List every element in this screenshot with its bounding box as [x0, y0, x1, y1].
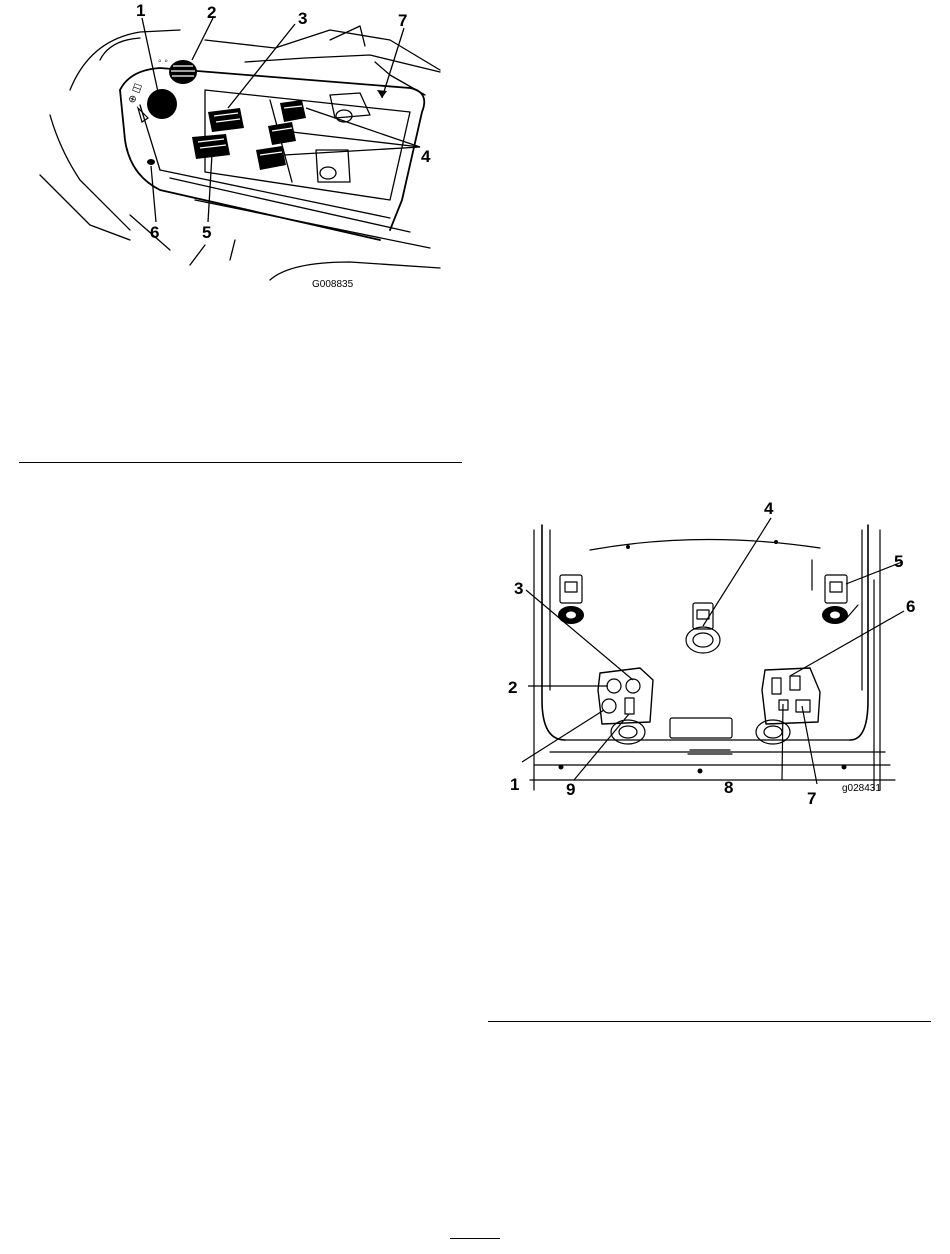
callout-5: 5 — [894, 552, 903, 571]
left-ring-icon — [558, 606, 584, 624]
hole-6-icon — [147, 159, 155, 165]
callout-4: 4 — [421, 147, 431, 166]
callout-1: 1 — [136, 1, 145, 20]
callout-7: 7 — [398, 11, 407, 30]
callout-5: 5 — [202, 223, 211, 242]
figure-rear-panel: 1 2 3 4 5 6 7 8 9 g028431 — [490, 490, 930, 820]
callout-8: 8 — [724, 778, 733, 797]
section-divider-left — [19, 462, 462, 463]
callout-3: 3 — [514, 579, 523, 598]
throttle-knob-icon: ⊕ ◫ — [126, 82, 177, 122]
figure-id: g028431 — [842, 783, 881, 794]
callout-7: 7 — [807, 789, 816, 808]
ignition-knob-icon: ◦ ◦ — [158, 56, 197, 84]
switch-3-icon — [208, 108, 244, 132]
switch-4-group-icon — [256, 100, 306, 170]
callout-2: 2 — [207, 3, 216, 22]
callout-4: 4 — [764, 499, 774, 518]
control-console-illustration: ⊕ ◫ ◦ ◦ — [30, 0, 470, 300]
figure-id: G008835 — [312, 279, 354, 290]
section-divider-right — [488, 1021, 931, 1022]
rear-panel-illustration: 1 2 3 4 5 6 7 8 9 g028431 — [490, 490, 930, 820]
right-ring-icon — [822, 606, 848, 624]
callout-9: 9 — [566, 780, 575, 799]
callout-3: 3 — [298, 9, 307, 28]
callout-6: 6 — [906, 597, 915, 616]
callout-1: 1 — [510, 775, 519, 794]
switch-5-icon — [192, 134, 230, 159]
page-footer-mark — [450, 1238, 500, 1239]
svg-text:⊕ ◫: ⊕ ◫ — [126, 82, 143, 105]
svg-text:◦ ◦: ◦ ◦ — [158, 56, 168, 67]
callout-6: 6 — [150, 223, 159, 242]
callout-2: 2 — [508, 678, 517, 697]
figure-control-console: ⊕ ◫ ◦ ◦ — [30, 0, 470, 300]
